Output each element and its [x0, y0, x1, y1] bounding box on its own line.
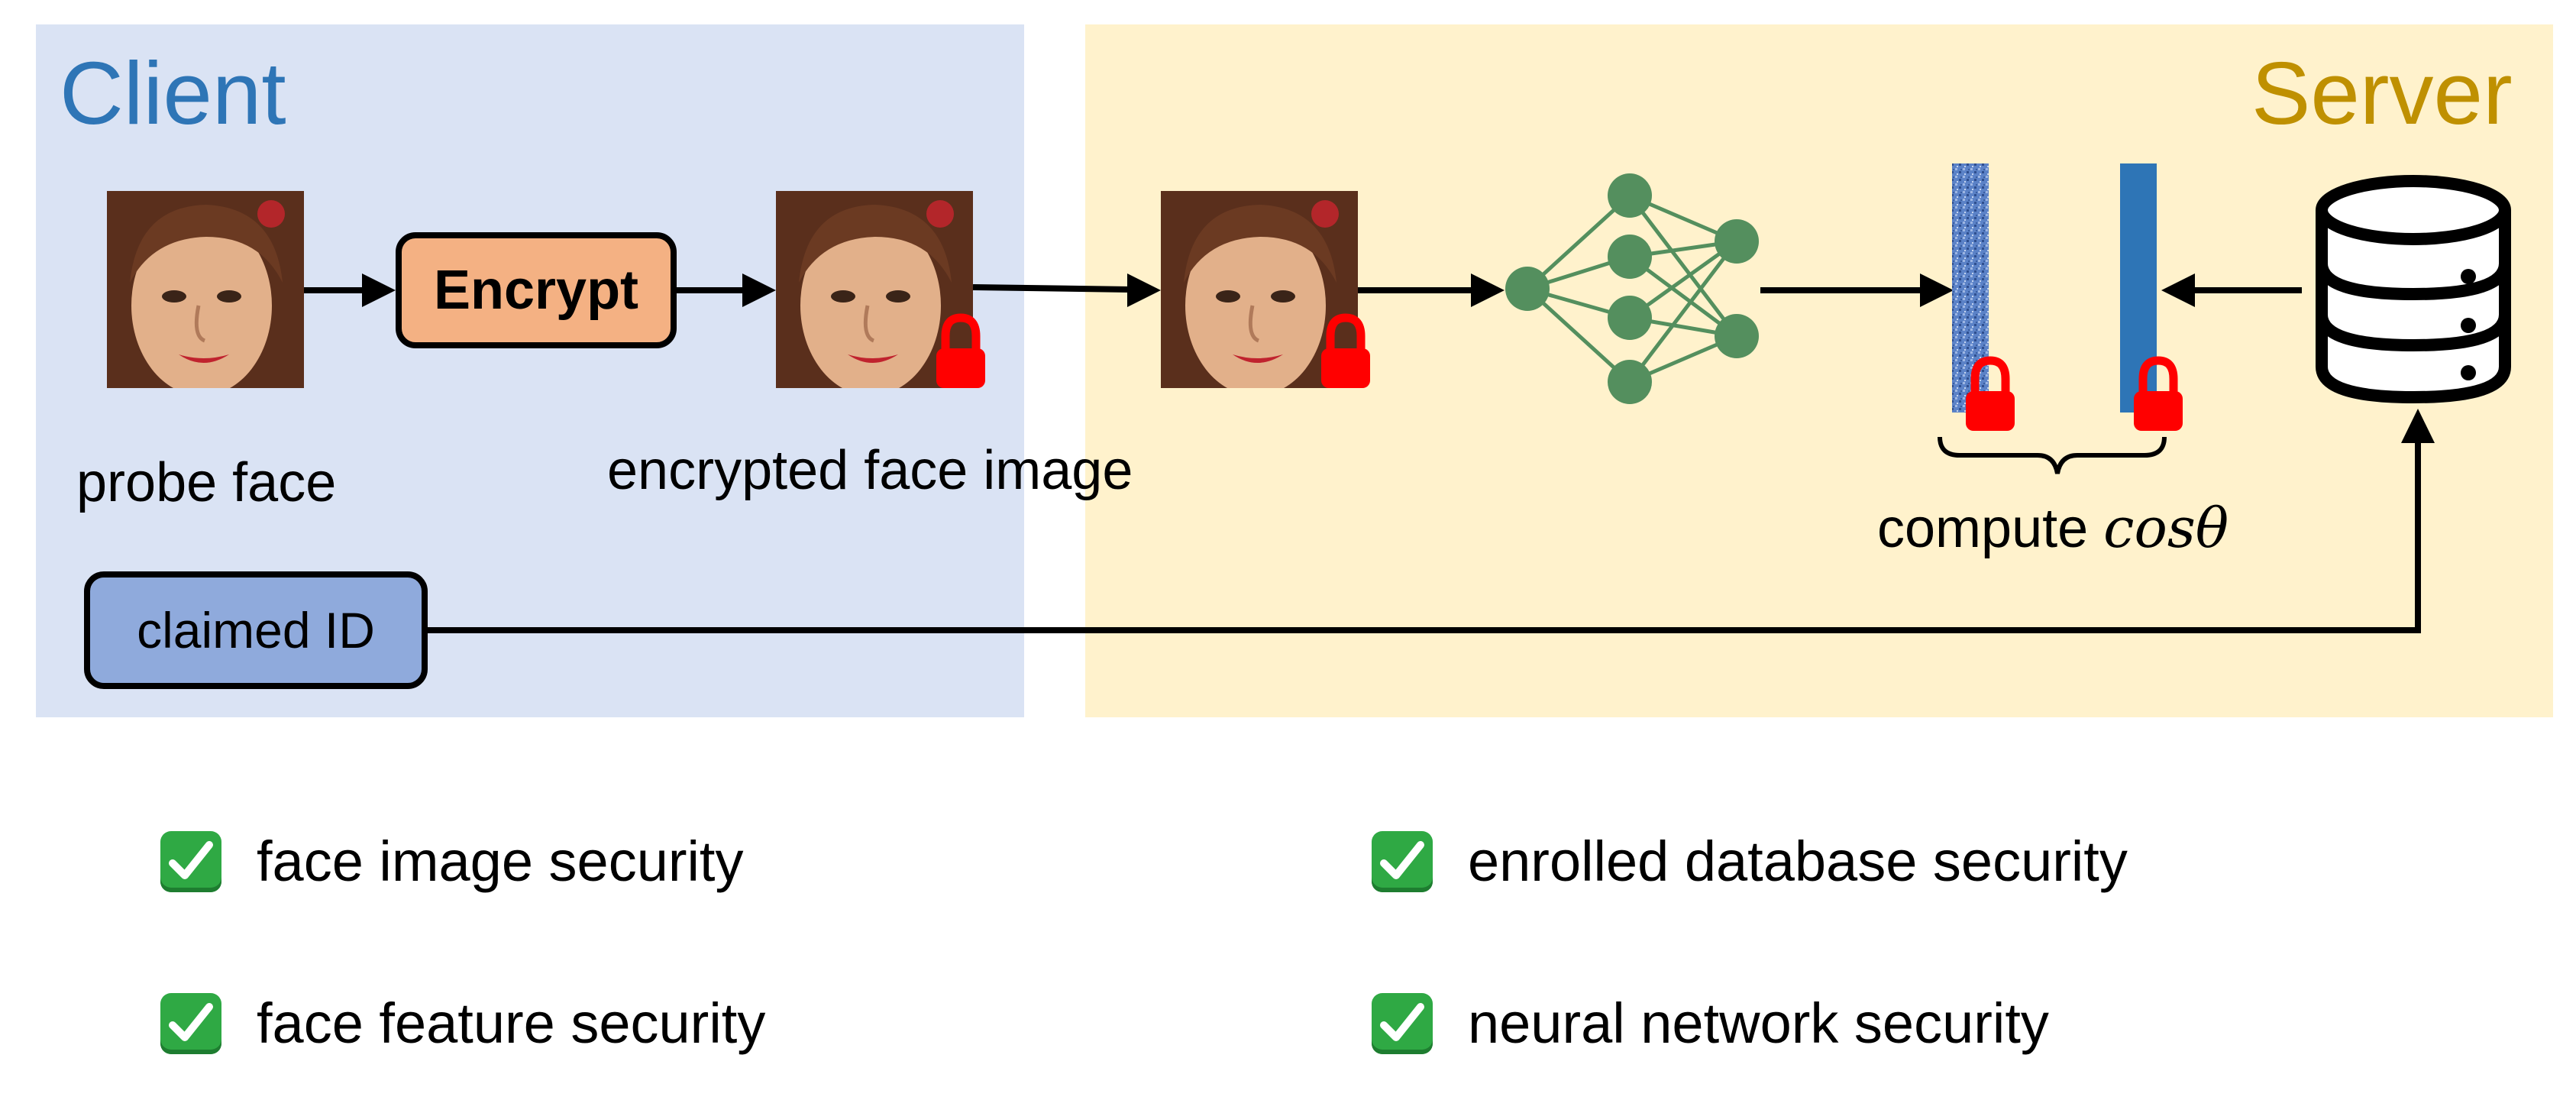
- database-icon: [2316, 175, 2511, 404]
- compute-caption-prefix: compute: [1877, 498, 2104, 559]
- probe-face-caption: probe face: [76, 452, 337, 513]
- checklist-item-enrolled-database-security: enrolled database security: [1372, 831, 2128, 892]
- lock-icon: [1321, 318, 1370, 388]
- encrypted-face-caption: encrypted face image: [607, 440, 1133, 501]
- compute-brace: [1938, 436, 2167, 474]
- check-icon: [160, 993, 221, 1054]
- neural-network-icon: [1505, 173, 1759, 404]
- probe-face-image: [107, 191, 304, 388]
- checklist-item-face-image-security: face image security: [160, 831, 744, 892]
- client-title: Client: [60, 44, 286, 143]
- compute-cosine-caption: compute cosθ: [1877, 500, 2229, 556]
- checklist-item-face-feature-security: face feature security: [160, 993, 765, 1054]
- lock-icon: [936, 318, 985, 388]
- enrolled-feature-vector-icon: [2120, 163, 2157, 413]
- lock-icon: [2134, 361, 2183, 431]
- check-icon: [1372, 993, 1433, 1054]
- lock-icon: [1966, 361, 2015, 431]
- checklist-label: face feature security: [257, 992, 766, 1055]
- checklist-label: enrolled database security: [1468, 830, 2128, 893]
- encrypt-button[interactable]: Encrypt: [396, 232, 677, 348]
- checklist-item-neural-network-security: neural network security: [1372, 993, 2049, 1054]
- checklist-label: face image security: [257, 830, 744, 893]
- compute-caption-formula: cosθ: [2103, 496, 2229, 560]
- check-icon: [160, 831, 221, 892]
- flow-arrows: [304, 273, 2435, 633]
- server-title: Server: [2251, 44, 2513, 143]
- checklist-label: neural network security: [1468, 992, 2049, 1055]
- encrypted-feature-vector-icon: [1952, 163, 1989, 413]
- check-icon: [1372, 831, 1433, 892]
- claimed-id-box[interactable]: claimed ID: [84, 571, 428, 689]
